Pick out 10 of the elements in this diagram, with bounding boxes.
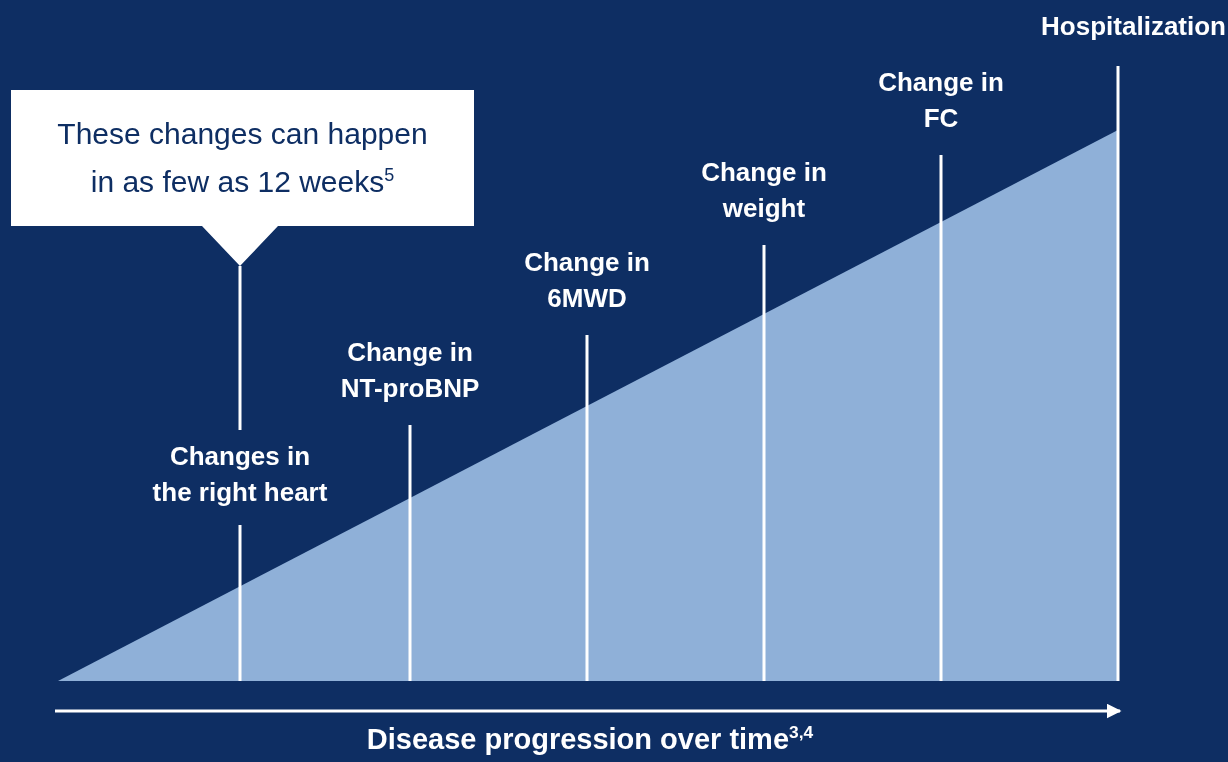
- milestone-label: Hospitalization: [1040, 10, 1226, 43]
- milestone-label: Change in weight: [700, 156, 828, 225]
- milestone-label: Change in NT-proBNP: [339, 336, 481, 405]
- callout-text: These changes can happen in as few as 12 weeks$^{5}$: [56, 116, 429, 200]
- axis-title: Disease progression over time$^{3,4}$: [365, 722, 815, 756]
- milestone-label: Change in FC: [877, 66, 1005, 135]
- connector-line: [238, 266, 242, 430]
- callout-box: [11, 90, 474, 266]
- milestone-label: Changes in the right heart: [151, 440, 329, 509]
- milestone-label: Change in 6MWD: [523, 246, 651, 315]
